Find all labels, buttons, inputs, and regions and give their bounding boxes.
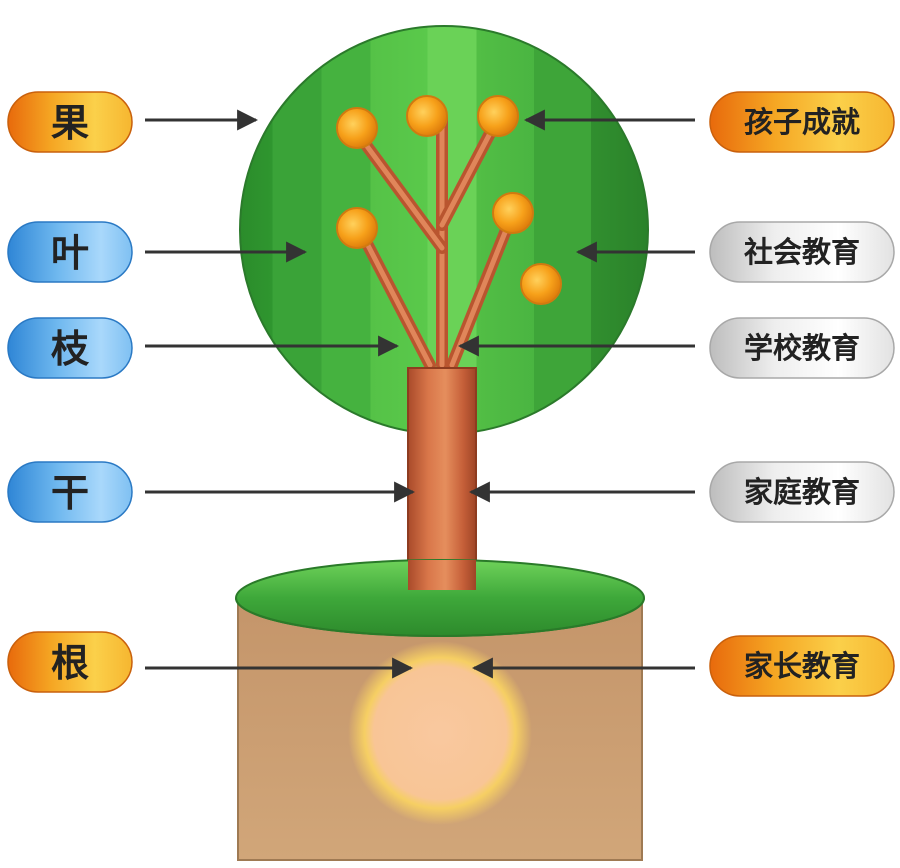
label-school-education-text: 学校教育 <box>744 331 860 365</box>
label-social-education: 社会教育 <box>709 221 895 283</box>
connector-arrows <box>145 109 695 679</box>
label-family-education: 家庭教育 <box>709 461 895 523</box>
tree-branches <box>352 112 518 371</box>
tree-trunk <box>407 367 477 591</box>
fruit <box>406 95 448 137</box>
fruit <box>492 192 534 234</box>
fruit <box>336 107 378 149</box>
label-leaf: 叶 <box>7 221 133 283</box>
label-root: 根 <box>7 631 133 693</box>
label-trunk-text: 干 <box>51 470 89 515</box>
label-fruit-text: 果 <box>51 100 89 145</box>
fruit <box>477 95 519 137</box>
label-fruit: 果 <box>7 91 133 153</box>
fruit <box>336 207 378 249</box>
label-trunk: 干 <box>7 461 133 523</box>
label-branch: 枝 <box>7 317 133 379</box>
label-leaf-text: 叶 <box>51 230 89 275</box>
label-child-achievement: 孩子成就 <box>709 91 895 153</box>
root-glow <box>348 641 532 825</box>
label-parent-education-text: 家长教育 <box>744 649 860 683</box>
label-child-achievement-text: 孩子成就 <box>744 105 860 139</box>
soil-block <box>237 597 643 861</box>
label-social-education-text: 社会教育 <box>744 235 860 269</box>
label-root-text: 根 <box>51 640 89 685</box>
fruit <box>520 263 562 305</box>
label-branch-text: 枝 <box>51 326 90 371</box>
label-school-education: 学校教育 <box>709 317 895 379</box>
label-family-education-text: 家庭教育 <box>744 475 860 509</box>
tree-fruits <box>336 95 562 305</box>
label-parent-education: 家长教育 <box>709 635 895 697</box>
